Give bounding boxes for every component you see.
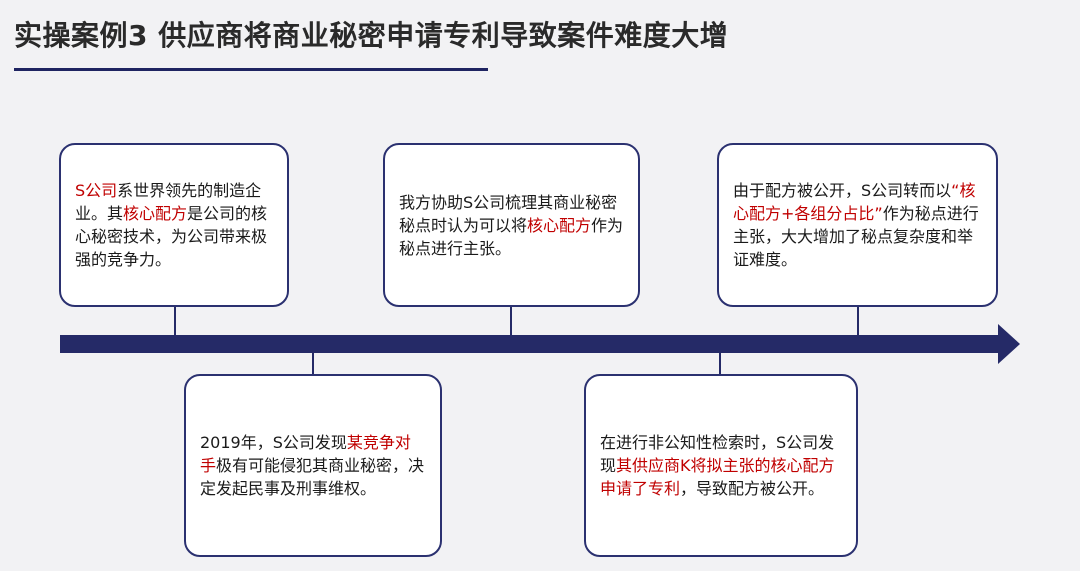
card-4-text: 在进行非公知性检索时，S公司发现其供应商K将拟主张的核心配方申请了专利，导致配方… [600,431,842,500]
timeline-card-2: 2019年，S公司发现某竞争对手极有可能侵犯其商业秘密，决定发起民事及刑事维权。 [184,374,442,557]
highlighted-text: 其供应商K将拟主张的核心配方申请了专利 [600,456,835,498]
title-underline [14,68,488,71]
card-5-text: 由于配方被公开，S公司转而以“核心配方+各组分占比”作为秘点进行主张，大大增加了… [733,179,982,271]
body-text: 极有可能侵犯其商业秘密，决定发起民事及刑事维权。 [200,456,425,498]
connector-2 [312,352,314,375]
timeline-card-4: 在进行非公知性检索时，S公司发现其供应商K将拟主张的核心配方申请了专利，导致配方… [584,374,858,557]
connector-4 [719,352,721,375]
body-text: 2019年，S公司发现 [200,433,347,452]
timeline-card-3: 我方协助S公司梳理其商业秘密秘点时认为可以将核心配方作为秘点进行主张。 [383,143,640,307]
timeline-bar [60,335,1002,353]
body-text: 在进行非公知性检索时，S公司发现 [600,433,835,475]
highlighted-text: 核心配方 [123,204,188,223]
card-2-text: 2019年，S公司发现某竞争对手极有可能侵犯其商业秘密，决定发起民事及刑事维权。 [200,431,426,500]
connector-3 [510,306,512,336]
body-text: 作为秘点进行主张，大大增加了秘点复杂度和举证难度。 [733,204,979,269]
highlighted-text: 某竞争对手 [200,433,411,475]
highlighted-text: S公司 [75,181,118,200]
connector-1 [174,306,176,336]
body-text: 由于配方被公开，S公司转而以 [733,181,952,200]
highlighted-text: 核心配方 [527,215,592,235]
highlighted-text: “核心配方+各组分占比” [733,181,976,223]
body-text: 我方协助S公司梳理其商业秘密秘点时认为可以将 [399,192,618,235]
page-title: 实操案例3 供应商将商业秘密申请专利导致案件难度大增 [14,19,729,52]
connector-5 [857,306,859,336]
timeline-arrow-icon [998,324,1020,364]
body-text: 作为秘点进行主张。 [399,215,624,258]
card-3-text: 我方协助S公司梳理其商业秘密秘点时认为可以将核心配方作为秘点进行主张。 [399,191,624,260]
body-text: ，导致配方被公开。 [680,479,825,498]
body-text: 系世界领先的制造企业。其 [75,181,262,223]
timeline-card-1: S公司系世界领先的制造企业。其核心配方是公司的核心秘密技术，为公司带来极强的竞争… [59,143,289,307]
timeline-card-5: 由于配方被公开，S公司转而以“核心配方+各组分占比”作为秘点进行主张，大大增加了… [717,143,998,307]
card-1-text: S公司系世界领先的制造企业。其核心配方是公司的核心秘密技术，为公司带来极强的竞争… [75,179,273,271]
body-text: 是公司的核心秘密技术，为公司带来极强的竞争力。 [75,204,268,269]
